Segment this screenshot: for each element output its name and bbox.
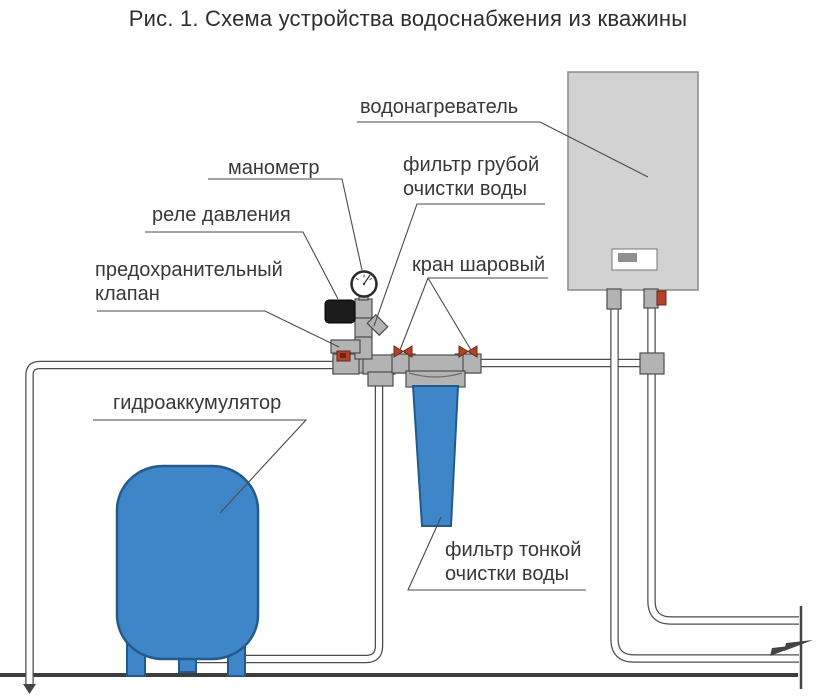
ball-valve-handle-1 xyxy=(393,345,413,358)
label-fine-filter: фильтр тонкой очистки воды xyxy=(445,539,582,585)
pointer-lines xyxy=(93,121,649,591)
label-water-heater: водонагреватель xyxy=(360,96,519,118)
filter-cap xyxy=(405,370,466,388)
heater-valve-handle xyxy=(656,290,667,306)
pointer-hydroaccumulator xyxy=(93,419,308,514)
label-ball-valve: кран шаровый xyxy=(412,254,546,276)
ball-valve-handle-2 xyxy=(458,345,478,358)
heater-left-connector xyxy=(606,288,622,310)
label-pressure-relay: реле давления xyxy=(152,204,291,226)
pointer-coarse-filter xyxy=(373,203,545,327)
pointer-pressure-relay xyxy=(145,231,339,300)
hydroaccumulator-tank xyxy=(115,464,260,677)
pressure-relay xyxy=(324,299,356,324)
pipe-break-symbol xyxy=(770,640,813,656)
heater-left-pipe xyxy=(610,305,799,663)
tank-body xyxy=(115,464,260,661)
water-heater xyxy=(567,71,699,310)
well-inlet-pipe xyxy=(25,360,345,687)
heater-tee-fitting xyxy=(639,352,665,375)
pointer-manometer xyxy=(208,178,363,271)
well-pipe-arrow xyxy=(23,684,36,694)
gauge-needle xyxy=(363,274,371,285)
filter-cap-seam xyxy=(408,372,463,378)
pointer-water-heater xyxy=(357,121,649,178)
pointer-ball-valve-2 xyxy=(427,277,472,351)
coarse-filter-strainer xyxy=(366,313,389,337)
label-hydroaccumulator: гидроаккумулятор xyxy=(113,392,282,414)
safety-valve xyxy=(336,350,351,362)
pointer-fine-filter xyxy=(407,516,586,591)
heater-right-pipe-lower xyxy=(647,370,799,625)
manometer-gauge xyxy=(350,270,378,298)
figure-title: Рис. 1. Схема устройства водоснабжения и… xyxy=(128,6,688,31)
pointer-safety-valve xyxy=(97,310,340,348)
pipes xyxy=(25,305,799,687)
fine-filter-housing xyxy=(411,385,460,527)
heater-display-screen xyxy=(618,253,637,262)
label-safety-valve: предохранительный клапан xyxy=(95,259,283,305)
tee-down-stub xyxy=(367,371,394,387)
tank-pipe xyxy=(186,382,384,664)
label-manometer: манометр xyxy=(228,157,320,179)
heater-right-connector xyxy=(643,288,659,309)
manifold xyxy=(330,291,665,388)
label-coarse-filter: фильтр грубой очистки воды xyxy=(403,154,540,200)
pointer-ball-valve-1 xyxy=(399,277,548,351)
